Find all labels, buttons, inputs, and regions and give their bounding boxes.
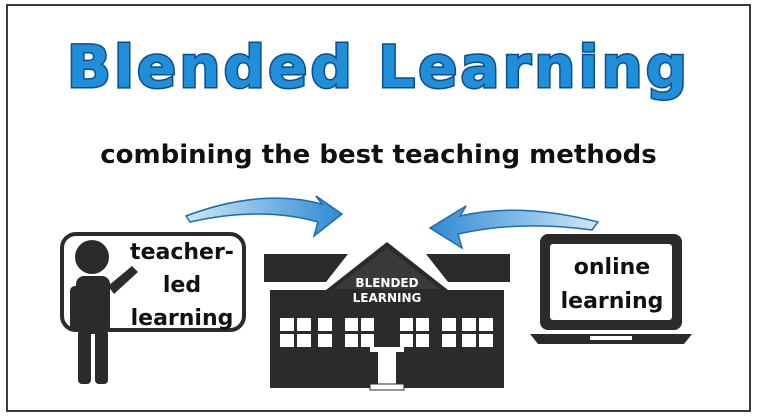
laptop-icon: [530, 234, 692, 344]
graphic-subtitle: combining the best teaching methods: [100, 140, 657, 170]
teacher-figure-icon: [70, 240, 138, 384]
teacher-led-line-2: led: [162, 273, 202, 298]
left-curved-arrow-icon: [184, 195, 344, 239]
blended-learning-roof-label: BLENDED LEARNING: [340, 276, 434, 306]
roof-line-2: LEARNING: [352, 291, 422, 305]
teacher-led-label: teacher- led learning: [126, 236, 238, 335]
online-line-2: learning: [560, 289, 664, 314]
online-line-1: online: [573, 255, 651, 280]
teacher-led-line-1: teacher-: [130, 240, 234, 265]
teacher-led-line-3: learning: [130, 306, 234, 331]
online-learning-label: online learning: [548, 251, 676, 319]
roof-line-1: BLENDED: [355, 276, 419, 290]
right-curved-arrow-icon: [428, 205, 600, 250]
school-building-icon: [264, 242, 510, 391]
graphic-title: Blended Learning: [65, 33, 691, 101]
